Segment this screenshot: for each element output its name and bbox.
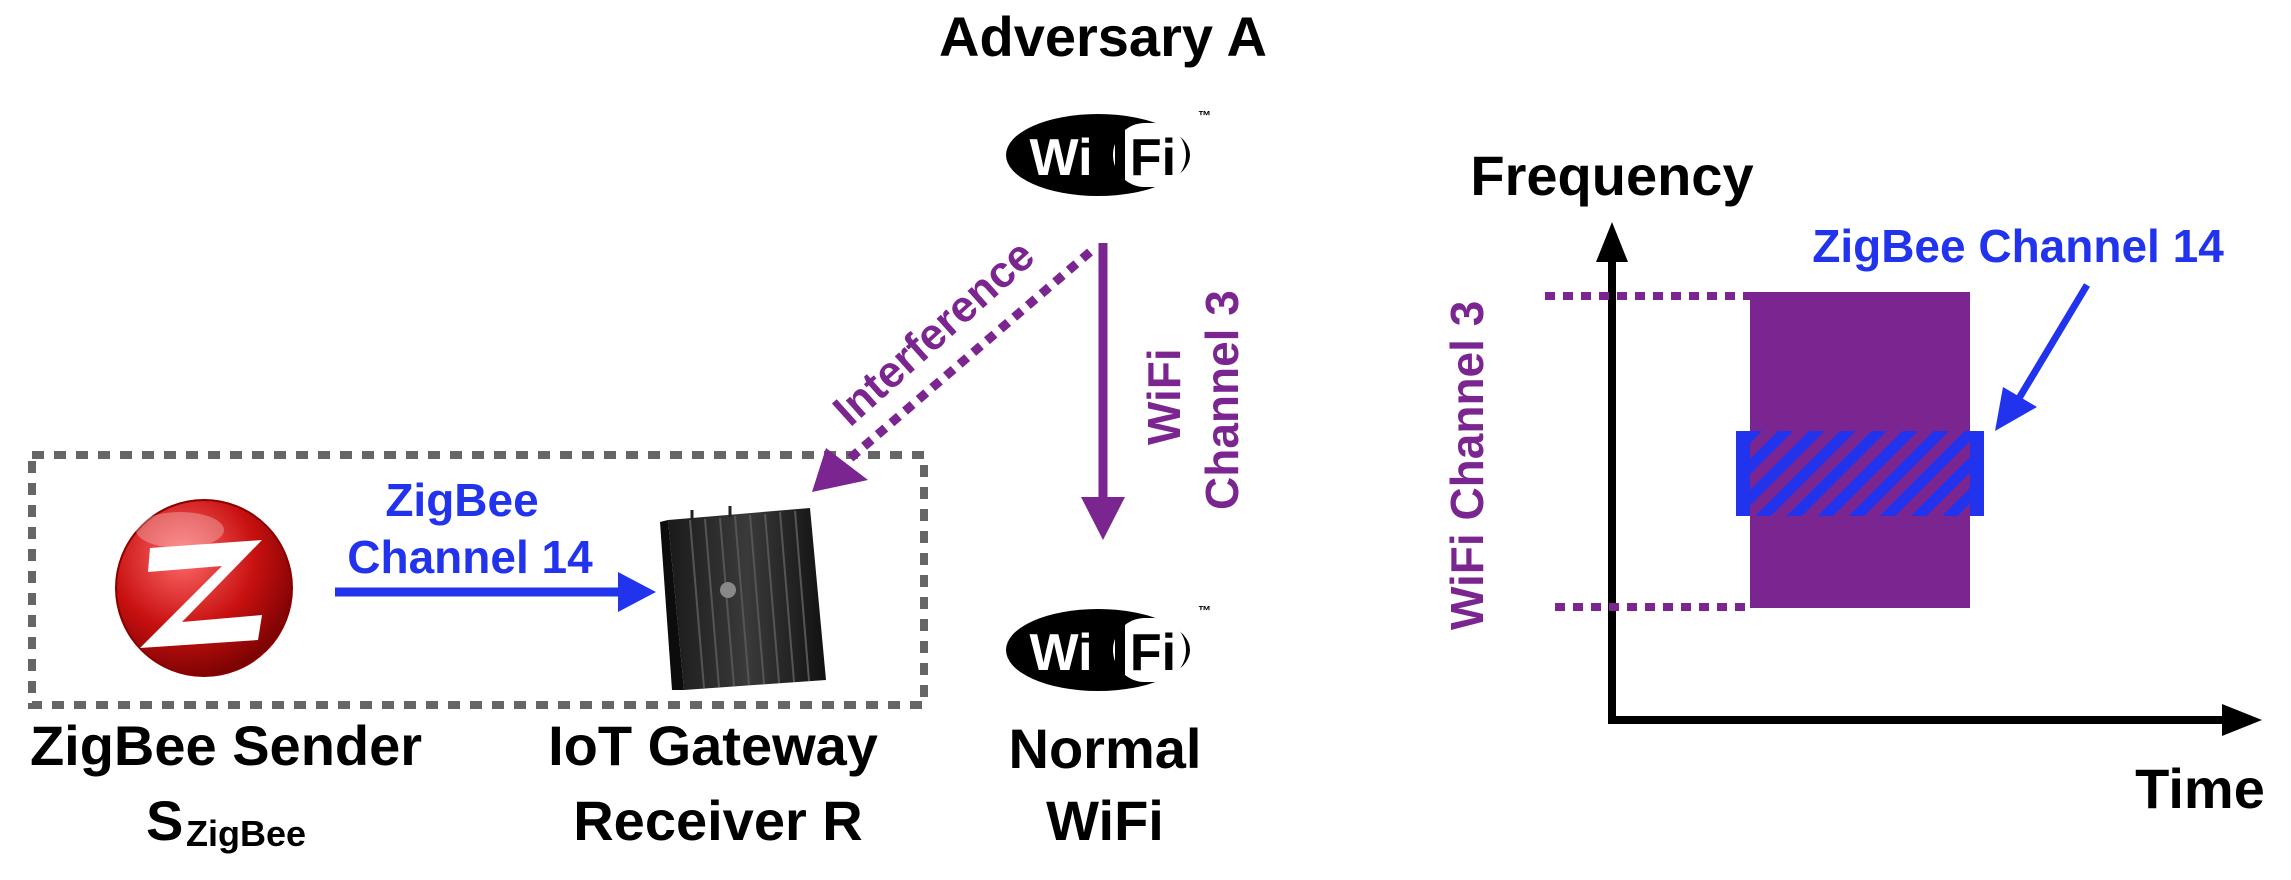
iot-gateway-device-icon (660, 506, 826, 690)
zigbee-link-arrow-head (618, 572, 656, 612)
zigbee-band-pointer-head (1995, 387, 2037, 431)
zigbee-band-pointer-line (2014, 283, 2091, 402)
wifi-logo-wi-text: Wi (1029, 129, 1092, 187)
zigbee-channel-band (1736, 431, 1984, 516)
zigbee-band-label: ZigBee Channel 14 (1812, 220, 2224, 272)
y-axis-label: Frequency (1470, 144, 1753, 207)
interference-arrow-head (812, 448, 868, 492)
sender-label-line2-sub: ZigBee (186, 813, 306, 854)
wifi-band-label: WiFi Channel 3 (1441, 301, 1493, 630)
wifi-link-arrow-head (1081, 497, 1125, 540)
wifi-logo-fi-text: Fi (1130, 129, 1176, 187)
adversary-wifi-logo-icon: Wi Fi ™ (1006, 108, 1211, 196)
normal-wifi-logo-icon: Wi Fi ™ (1006, 603, 1211, 691)
sender-label-line2-main: S (146, 789, 183, 852)
x-axis-arrow-head (2222, 704, 2262, 736)
wifi-logo-wi-text: Wi (1029, 624, 1092, 682)
y-axis-arrow-head (1596, 222, 1628, 262)
x-axis-label: Time (2135, 757, 2265, 820)
zigbee-band-left-cap (1736, 431, 1750, 516)
wifi-link-label-line1: WiFi (1138, 348, 1190, 445)
gateway-label-line2: Receiver R (573, 789, 863, 852)
wifi-link-label-line2: Channel 3 (1196, 290, 1248, 510)
wifi-logo-fi-text: Fi (1130, 624, 1176, 682)
wifi-logo-tm-text: ™ (1198, 603, 1211, 618)
gateway-label-line1: IoT Gateway (548, 714, 878, 777)
zigbee-link-label-line2: Channel 14 (347, 531, 593, 583)
zigbee-logo-icon (115, 499, 293, 677)
adversary-label: Adversary A (939, 5, 1267, 68)
zigbee-band-right-cap (1970, 431, 1984, 516)
interference-label: Interference (824, 230, 1044, 435)
normal-wifi-label-line2: WiFi (1046, 789, 1164, 852)
normal-wifi-label-line1: Normal (1009, 717, 1202, 780)
zigbee-network-boundary (28, 451, 928, 709)
wifi-logo-tm-text: ™ (1198, 108, 1211, 123)
interference-arrow-line (837, 248, 1093, 471)
zigbee-link-label-line1: ZigBee (385, 474, 538, 526)
sender-label-line1: ZigBee Sender (30, 714, 422, 777)
